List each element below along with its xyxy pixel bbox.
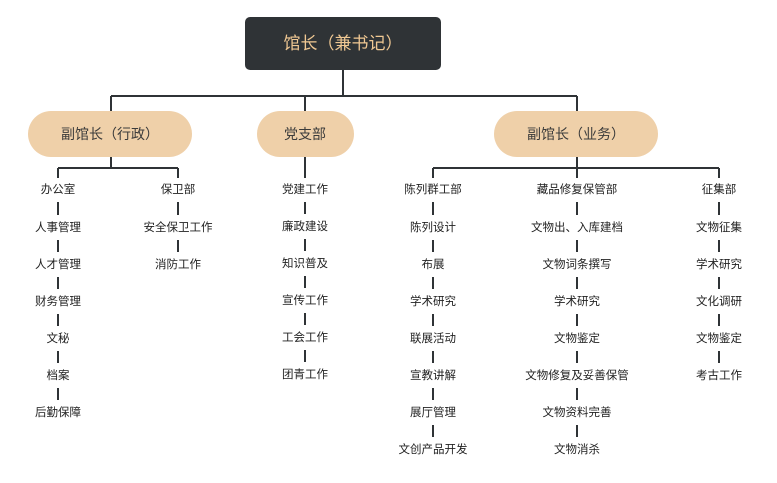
department-item: 工会工作 xyxy=(282,330,328,344)
level1-pill xyxy=(257,111,354,157)
root-node: 馆长（兼书记） xyxy=(245,17,441,70)
level1-pill xyxy=(28,111,192,157)
department-item: 文物资料完善 xyxy=(543,405,612,419)
department-header: 藏品修复保管部 xyxy=(537,182,618,196)
department-item: 后勤保障 xyxy=(35,405,81,419)
department-item: 文化调研 xyxy=(696,294,742,308)
department-item: 文物鉴定 xyxy=(696,331,742,345)
department-item: 考古工作 xyxy=(696,368,742,382)
department-item: 团青工作 xyxy=(282,367,328,381)
level1-node-admin: 副馆长（行政） xyxy=(28,111,192,157)
department-item: 党建工作 xyxy=(282,182,328,196)
department-item: 宣教讲解 xyxy=(410,368,456,382)
department-item: 文物修复及妥善保管 xyxy=(525,368,629,382)
department-item: 文物出、入库建档 xyxy=(531,220,623,234)
department-item: 联展活动 xyxy=(410,331,456,345)
root-label: 馆长（兼书记） xyxy=(284,34,403,54)
department-header: 陈列群工部 xyxy=(404,182,462,196)
department-item: 展厅管理 xyxy=(410,405,456,419)
department-header: 征集部 xyxy=(702,182,737,196)
department-item: 宣传工作 xyxy=(282,293,328,307)
department-item: 文物鉴定 xyxy=(554,331,600,345)
level1-pill xyxy=(494,111,658,157)
level1-node-party: 党支部 xyxy=(257,111,354,157)
department-item: 文创产品开发 xyxy=(399,442,468,456)
level1-node-business: 副馆长（业务） xyxy=(494,111,658,157)
department-header: 保卫部 xyxy=(161,182,196,196)
department-item: 学术研究 xyxy=(554,294,600,308)
department-item: 文秘 xyxy=(47,331,70,345)
level1-label: 副馆长（业务） xyxy=(527,127,625,143)
department-item: 文物征集 xyxy=(696,220,742,234)
level1-label: 副馆长（行政） xyxy=(61,127,159,143)
department-item: 学术研究 xyxy=(696,257,742,271)
department-item: 文物消杀 xyxy=(554,442,600,456)
department-item: 知识普及 xyxy=(282,256,328,270)
level1-label: 党支部 xyxy=(284,127,326,143)
department-item: 财务管理 xyxy=(35,294,81,308)
root-box xyxy=(245,17,441,70)
department-item: 人事管理 xyxy=(35,220,81,234)
department-item: 陈列设计 xyxy=(410,220,456,234)
department-item: 档案 xyxy=(47,368,70,382)
department-item: 安全保卫工作 xyxy=(144,220,213,234)
department-header: 办公室 xyxy=(41,182,76,196)
department-item: 布展 xyxy=(422,257,445,271)
department-item: 文物词条撰写 xyxy=(543,257,612,271)
connector-lines xyxy=(57,70,720,178)
department-item: 学术研究 xyxy=(410,294,456,308)
department-item: 人才管理 xyxy=(35,257,81,271)
department-item: 廉政建设 xyxy=(282,219,328,233)
department-item: 消防工作 xyxy=(155,257,201,271)
